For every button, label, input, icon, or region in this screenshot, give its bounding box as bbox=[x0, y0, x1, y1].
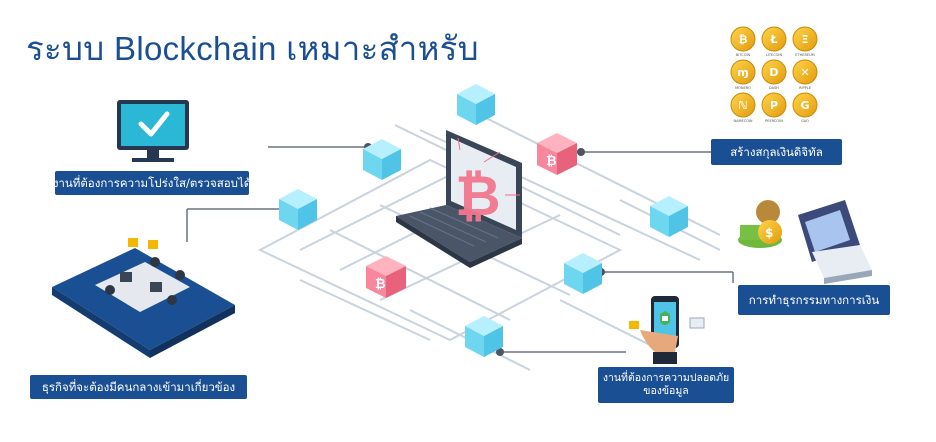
coin-namecoin-icon: ℕ NAMECOIN bbox=[730, 92, 756, 123]
connector-lines bbox=[186, 146, 734, 353]
phone-lock-icon bbox=[629, 296, 705, 364]
coin-dash-icon: D DASH bbox=[761, 59, 787, 90]
money-terminal-illustration: $ bbox=[738, 200, 872, 284]
coin-label: RIPPLE bbox=[799, 86, 811, 90]
coin-label: BITCOIN bbox=[736, 53, 751, 57]
cyan-cube-left-mid bbox=[279, 189, 317, 230]
svg-text:Ł: Ł bbox=[769, 33, 777, 46]
coin-bitcoin-icon: ₿ BITCOIN bbox=[730, 26, 756, 57]
cyan-cube-right bbox=[650, 196, 688, 237]
pink-cube-right: ₿ bbox=[537, 133, 577, 175]
svg-text:₿: ₿ bbox=[455, 164, 501, 229]
label-digital-currency: สร้างสกุลเงินดิจิทัล bbox=[711, 139, 842, 165]
coin-litecoin-icon: Ł LITECOIN bbox=[761, 26, 787, 57]
page-title: ระบบ Blockchain เหมาะสำหรับ bbox=[26, 30, 479, 67]
coin-label: ETHEREUM bbox=[795, 53, 814, 57]
coin-ethereum-icon: Ξ ETHEREUM bbox=[792, 26, 818, 57]
meeting-illustration bbox=[52, 238, 235, 358]
label-financial-transactions: การทำธุรกรรมทางการเงิน bbox=[738, 285, 890, 315]
label-transparency: งานที่ต้องการความโปร่งใส/ตรวจสอบได้ bbox=[53, 171, 251, 195]
coin-ripple-icon: ✕ RIPPLE bbox=[792, 59, 818, 90]
coin-label: NAMECOIN bbox=[733, 119, 752, 123]
svg-text:✕: ✕ bbox=[800, 66, 809, 79]
label-data-security-line1: งานที่ต้องการความปลอดภัย bbox=[602, 371, 730, 384]
cyan-cube-bottom bbox=[465, 316, 503, 357]
svg-text:D: D bbox=[769, 66, 778, 79]
cyan-cube-left-upper bbox=[363, 139, 401, 180]
svg-text:ℕ: ℕ bbox=[738, 99, 747, 112]
svg-text:$: $ bbox=[765, 226, 773, 240]
svg-text:₿: ₿ bbox=[739, 33, 748, 46]
svg-text:₿: ₿ bbox=[375, 277, 386, 292]
svg-text:P: P bbox=[770, 99, 778, 112]
laptop-illustration bbox=[396, 130, 522, 268]
coin-label: MONERO bbox=[735, 86, 751, 90]
bitcoin-icon: ₿ bbox=[455, 164, 501, 229]
monitor-check-icon bbox=[117, 100, 189, 162]
pink-cube-bottom: ₿ bbox=[366, 256, 406, 298]
coin-label: LITECOIN bbox=[766, 53, 783, 57]
coin-label: PEERCOIN bbox=[765, 119, 783, 123]
coin-gao-icon: G GAO bbox=[792, 92, 818, 123]
svg-text:ɱ: ɱ bbox=[737, 66, 748, 79]
label-data-security: งานที่ต้องการความปลอดภัย ของข้อมูล bbox=[598, 367, 734, 403]
label-data-security-line2: ของข้อมูล bbox=[643, 385, 689, 397]
svg-text:₿: ₿ bbox=[546, 154, 557, 169]
svg-text:G: G bbox=[800, 99, 809, 112]
coin-label: GAO bbox=[801, 119, 809, 123]
coin-label: DASH bbox=[769, 86, 779, 90]
cyan-cube-top bbox=[457, 84, 495, 125]
svg-text:Ξ: Ξ bbox=[802, 33, 809, 46]
coin-peercoin-icon: P PEERCOIN bbox=[761, 92, 787, 123]
cyan-cube-lower-right bbox=[564, 253, 602, 294]
label-intermediary: ธุรกิจที่จะต้องมีคนกลางเข้ามาเกี่ยวข้อง bbox=[30, 375, 247, 399]
